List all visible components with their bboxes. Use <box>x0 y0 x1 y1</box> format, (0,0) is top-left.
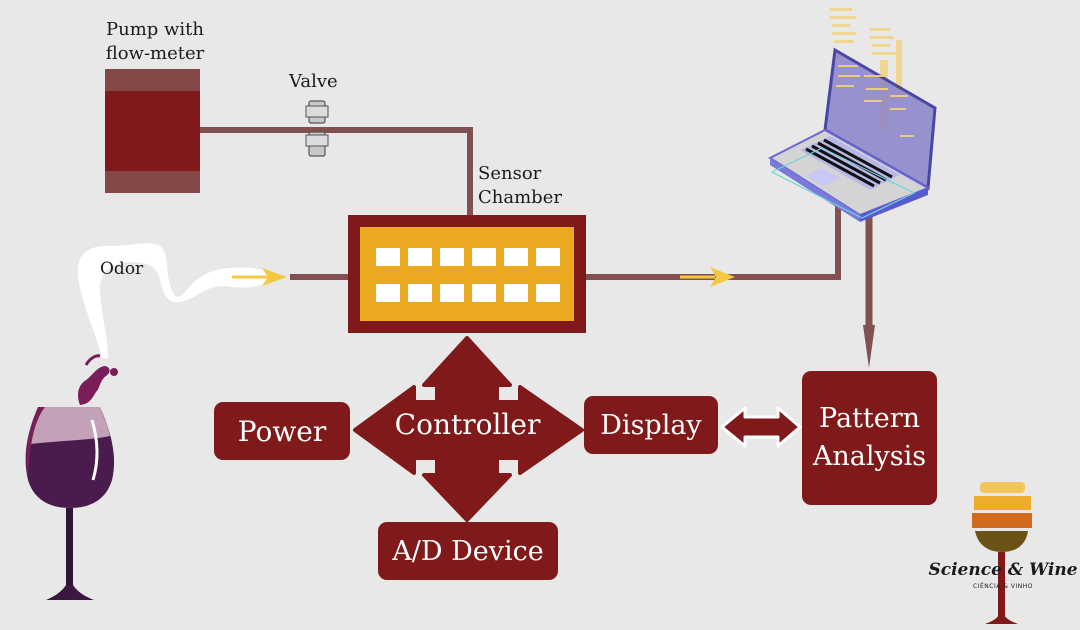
logo-subtitle: CIÊNCIA & VINHO <box>973 583 1033 590</box>
sensor-chamber <box>348 215 586 333</box>
valve-label: Valve <box>289 71 338 92</box>
laptop-icon <box>767 8 937 222</box>
outlet-pipe <box>585 200 841 280</box>
sensor-cell <box>504 248 528 266</box>
logo-title: Science & Wine <box>928 560 1078 580</box>
sensor-cell <box>472 248 496 266</box>
odor-label: Odor <box>100 259 144 279</box>
sensor-label-line2: Chamber <box>478 187 562 208</box>
pump-label-line1: Pump with <box>105 19 204 40</box>
pump-label-line2: flow-meter <box>105 43 205 64</box>
display-analysis-double-arrow <box>720 406 802 448</box>
ad-device-block: A/D Device <box>378 522 558 580</box>
sensor-cell <box>536 248 560 266</box>
sensor-array <box>376 248 560 302</box>
sensor-cell <box>376 284 400 302</box>
sensor-cell <box>440 248 464 266</box>
odor-arrow-head <box>262 268 287 286</box>
pattern-analysis-block: Pattern Analysis <box>802 371 937 505</box>
sensor-cell <box>408 284 432 302</box>
pump-label: Pump with flow-meter <box>100 18 210 66</box>
wine-glass-icon <box>25 354 118 600</box>
sensor-cell <box>536 284 560 302</box>
sensor-cell <box>440 284 464 302</box>
sensor-chamber-label: Sensor Chamber <box>478 162 562 210</box>
logo-glass-icon <box>972 482 1032 624</box>
sensor-label-line1: Sensor <box>478 163 542 184</box>
sensor-cell <box>376 248 400 266</box>
valve-icon <box>305 100 329 157</box>
controller-label: Controller <box>394 408 541 441</box>
display-block: Display <box>584 396 718 454</box>
power-block: Power <box>214 402 350 460</box>
odor-plume <box>77 243 285 358</box>
laptop-to-analysis-arrowhead <box>863 325 875 368</box>
sensor-cell <box>408 248 432 266</box>
controller-cross-arrow <box>353 336 584 522</box>
pattern-label-line1: Pattern <box>818 403 921 434</box>
outlet-arrow-head <box>710 267 735 287</box>
pattern-label-line2: Analysis <box>812 441 927 472</box>
pump-icon <box>105 69 200 193</box>
sensor-cell <box>472 284 496 302</box>
sensor-cell <box>504 284 528 302</box>
pump-pipe <box>200 127 473 215</box>
